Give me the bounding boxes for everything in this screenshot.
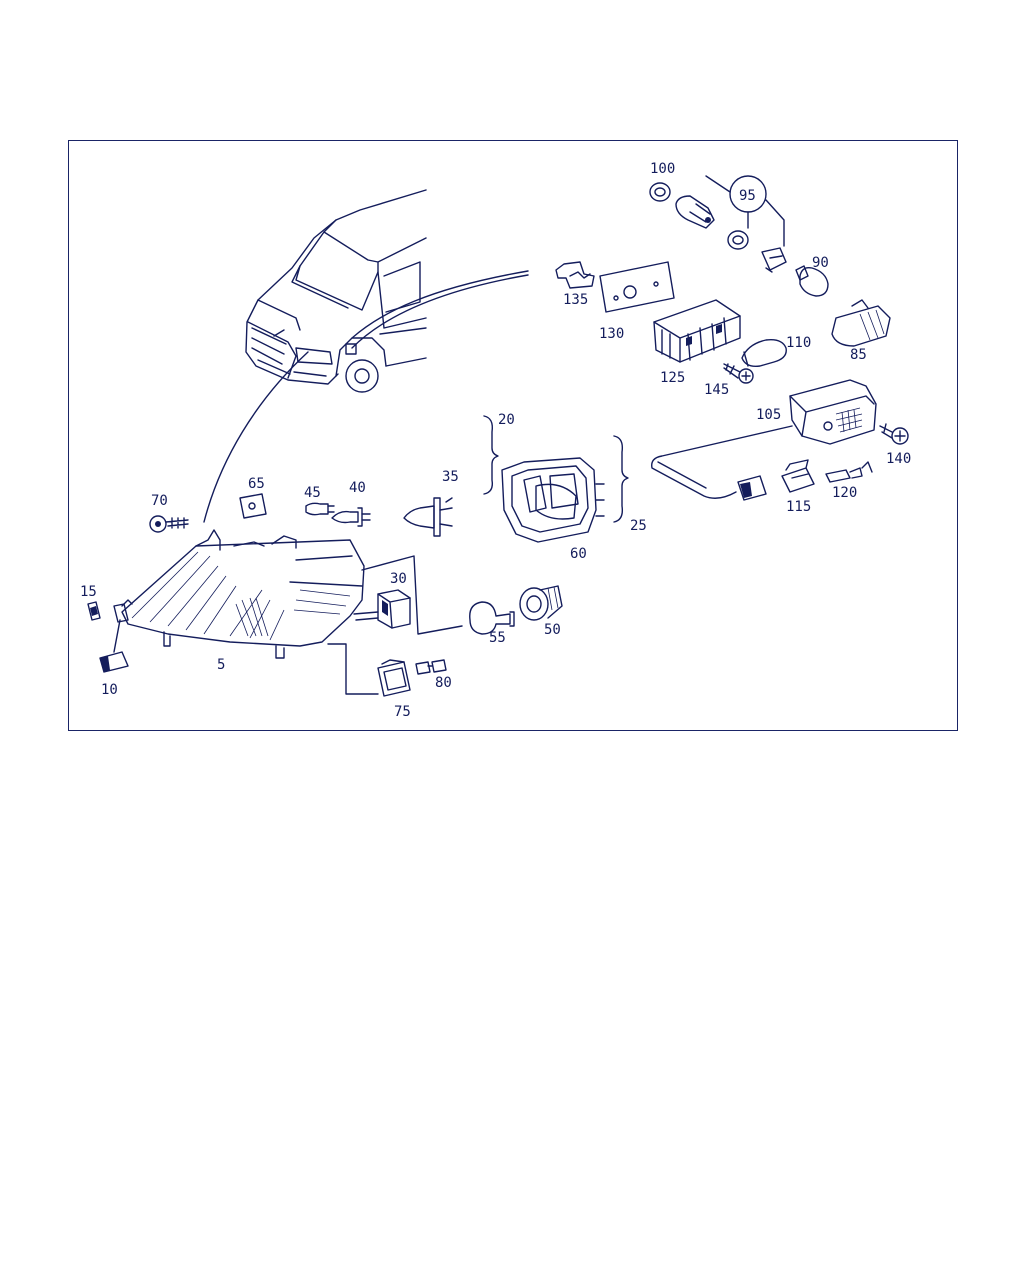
label-105: 105 [756, 407, 781, 423]
part-140-screw [879, 423, 909, 445]
label-10: 10 [101, 682, 118, 698]
part-60-cover [501, 457, 605, 543]
leader-line-side-marker-2 [351, 270, 529, 339]
label-5: 5 [217, 657, 225, 673]
label-100: 100 [650, 161, 675, 177]
part-40-bulb [331, 507, 371, 527]
part-115-connector [737, 459, 815, 501]
part-125-housing [653, 299, 741, 363]
label-125: 125 [660, 370, 685, 386]
part-120-terminal [825, 461, 873, 483]
label-30: 30 [390, 571, 407, 587]
label-135: 135 [563, 292, 588, 308]
label-60: 60 [570, 546, 587, 562]
part-100-grommet [649, 182, 671, 202]
label-75: 75 [394, 704, 411, 720]
part-15-clip [87, 601, 101, 621]
part-number-labels: 5 10 15 20 25 30 35 40 45 50 55 60 65 70… [80, 161, 911, 720]
label-65: 65 [248, 476, 265, 492]
label-50: 50 [544, 622, 561, 638]
label-140: 140 [886, 451, 911, 467]
part-110-bulb [741, 338, 787, 368]
label-85: 85 [850, 347, 867, 363]
brace-20 [483, 415, 499, 495]
part-95-holder [761, 247, 787, 273]
van-illustration [245, 189, 427, 393]
label-45: 45 [304, 485, 321, 501]
part-75-connector [377, 659, 411, 697]
part-10-adjuster [99, 603, 129, 673]
part-80-terminal [415, 659, 447, 675]
part-50-cap [519, 585, 563, 621]
part-95-socket [675, 195, 715, 229]
part-95-washer [727, 230, 749, 250]
callout-95-lines [705, 175, 785, 247]
label-20: 20 [498, 412, 515, 428]
part-70-screw [149, 515, 189, 533]
part-85-lens [831, 299, 891, 347]
part-55-bulb [469, 601, 515, 635]
bracket-30 [361, 555, 463, 635]
part-130-gasket [599, 261, 675, 313]
part-30-socket [353, 589, 411, 629]
wiring-harness [651, 425, 793, 499]
label-110: 110 [786, 335, 811, 351]
label-90: 90 [812, 255, 829, 271]
part-45-bulb [305, 502, 335, 516]
leader-line-side-marker [351, 274, 529, 349]
part-135-clip [555, 261, 595, 289]
label-120: 120 [832, 485, 857, 501]
diagram-frame [68, 140, 958, 731]
label-70: 70 [151, 493, 168, 509]
part-35-h7-bulb [403, 497, 453, 537]
label-80: 80 [435, 675, 452, 691]
part-145-screw [723, 363, 754, 384]
headlamp-assembly [121, 529, 365, 659]
wiring-harness-2 [657, 461, 707, 489]
label-130: 130 [599, 326, 624, 342]
label-95: 95 [739, 188, 756, 204]
part-65-plate [239, 493, 267, 519]
part-90-bulb [795, 265, 829, 297]
label-55: 55 [489, 630, 506, 646]
label-115: 115 [786, 499, 811, 515]
label-25: 25 [630, 518, 647, 534]
label-15: 15 [80, 584, 97, 600]
label-35: 35 [442, 469, 459, 485]
label-40: 40 [349, 480, 366, 496]
label-145: 145 [704, 382, 729, 398]
leader-line-headlamp [203, 351, 309, 523]
brace-25 [613, 435, 629, 523]
part-105-side-lamp [789, 379, 877, 445]
bracket-75 [327, 643, 379, 695]
